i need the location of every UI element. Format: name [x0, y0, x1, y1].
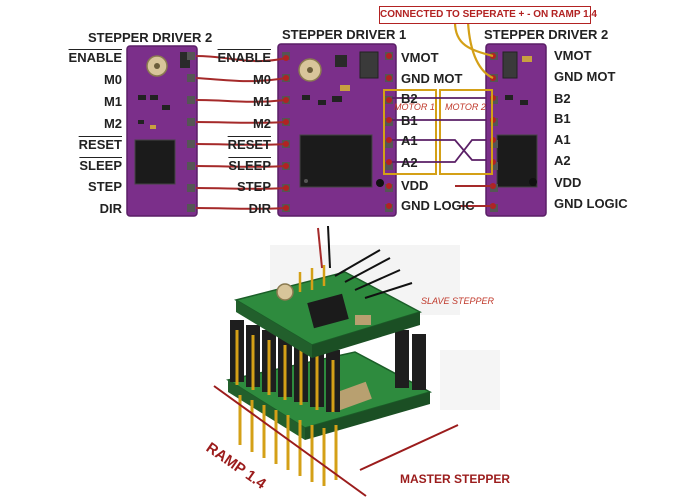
logic-power-wires: [455, 185, 493, 207]
slave-stepper-label: SLAVE STEPPER: [421, 296, 495, 306]
center-pin-m1: M1: [252, 94, 271, 109]
center-pin-b1: B1: [401, 113, 418, 128]
motor-2-box: [439, 89, 493, 175]
center-pin-step: STEP: [237, 179, 271, 194]
left-pin-enable: ENABLE: [68, 50, 122, 65]
left-pin-m1: M1: [103, 94, 122, 109]
center-pin-gnd-mot: GND MOT: [401, 71, 463, 86]
left-driver-chip: [134, 139, 176, 185]
center-driver-chip: [299, 134, 373, 188]
left-pin-step: STEP: [88, 179, 122, 194]
center-pin-m0: M0: [252, 72, 271, 87]
center-pin-gnd-logic: GND LOGIC: [401, 198, 475, 213]
right-driver-board: [485, 43, 547, 217]
left-pin-m2: M2: [103, 116, 122, 131]
right-pin-a2: A2: [554, 153, 571, 168]
center-pin-vmot: VMOT: [401, 50, 439, 65]
center-pin-dir: DIR: [248, 201, 271, 216]
center-pin-m2: M2: [252, 116, 271, 131]
left-driver-board: [126, 45, 198, 217]
right-pin-vdd: VDD: [554, 175, 582, 190]
power-banner: CONNECTED TO SEPERATE + - ON RAMP 1.4: [379, 6, 597, 24]
center-pin-vdd: VDD: [401, 178, 429, 193]
center-pin-sleep: SLEEP: [228, 158, 271, 173]
left-pin-reset: RESET: [78, 137, 122, 152]
center-pin-a1: A1: [401, 133, 418, 148]
right-board-title: STEPPER DRIVER 2: [484, 27, 609, 42]
right-pin-a1: A1: [554, 132, 571, 147]
master-stepper-label: MASTER STEPPER: [400, 472, 511, 486]
left-board-title: STEPPER DRIVER 2: [88, 30, 213, 45]
center-board-title: STEPPER DRIVER 1: [282, 27, 407, 42]
left-pin-sleep: SLEEP: [79, 158, 122, 173]
right-pin-b1: B1: [554, 111, 571, 126]
center-pin-b2: B2: [401, 91, 418, 106]
motor-1-box: [383, 89, 437, 175]
control-wires: [195, 55, 287, 210]
right-pin-gnd-mot: GND MOT: [554, 69, 616, 84]
right-driver-chip: [496, 134, 538, 188]
motor-2-label: MOTOR 2: [445, 102, 486, 112]
vmot-wires: [453, 21, 494, 79]
motor-1-label: MOTOR 1: [394, 102, 435, 112]
center-pin-a2: A2: [401, 155, 418, 170]
left-pin-dir: DIR: [99, 201, 122, 216]
right-pin-b2: B2: [554, 91, 571, 106]
coil-wires: [392, 97, 486, 163]
left-pin-m0: M0: [103, 72, 122, 87]
right-pin-gnd-logic: GND LOGIC: [554, 196, 628, 211]
stacked-stepper-photo: [213, 225, 500, 497]
center-pin-enable: ENABLE: [217, 50, 271, 65]
center-driver-board: [277, 43, 397, 217]
center-pin-reset: RESET: [227, 137, 271, 152]
right-pin-vmot: VMOT: [554, 48, 592, 63]
